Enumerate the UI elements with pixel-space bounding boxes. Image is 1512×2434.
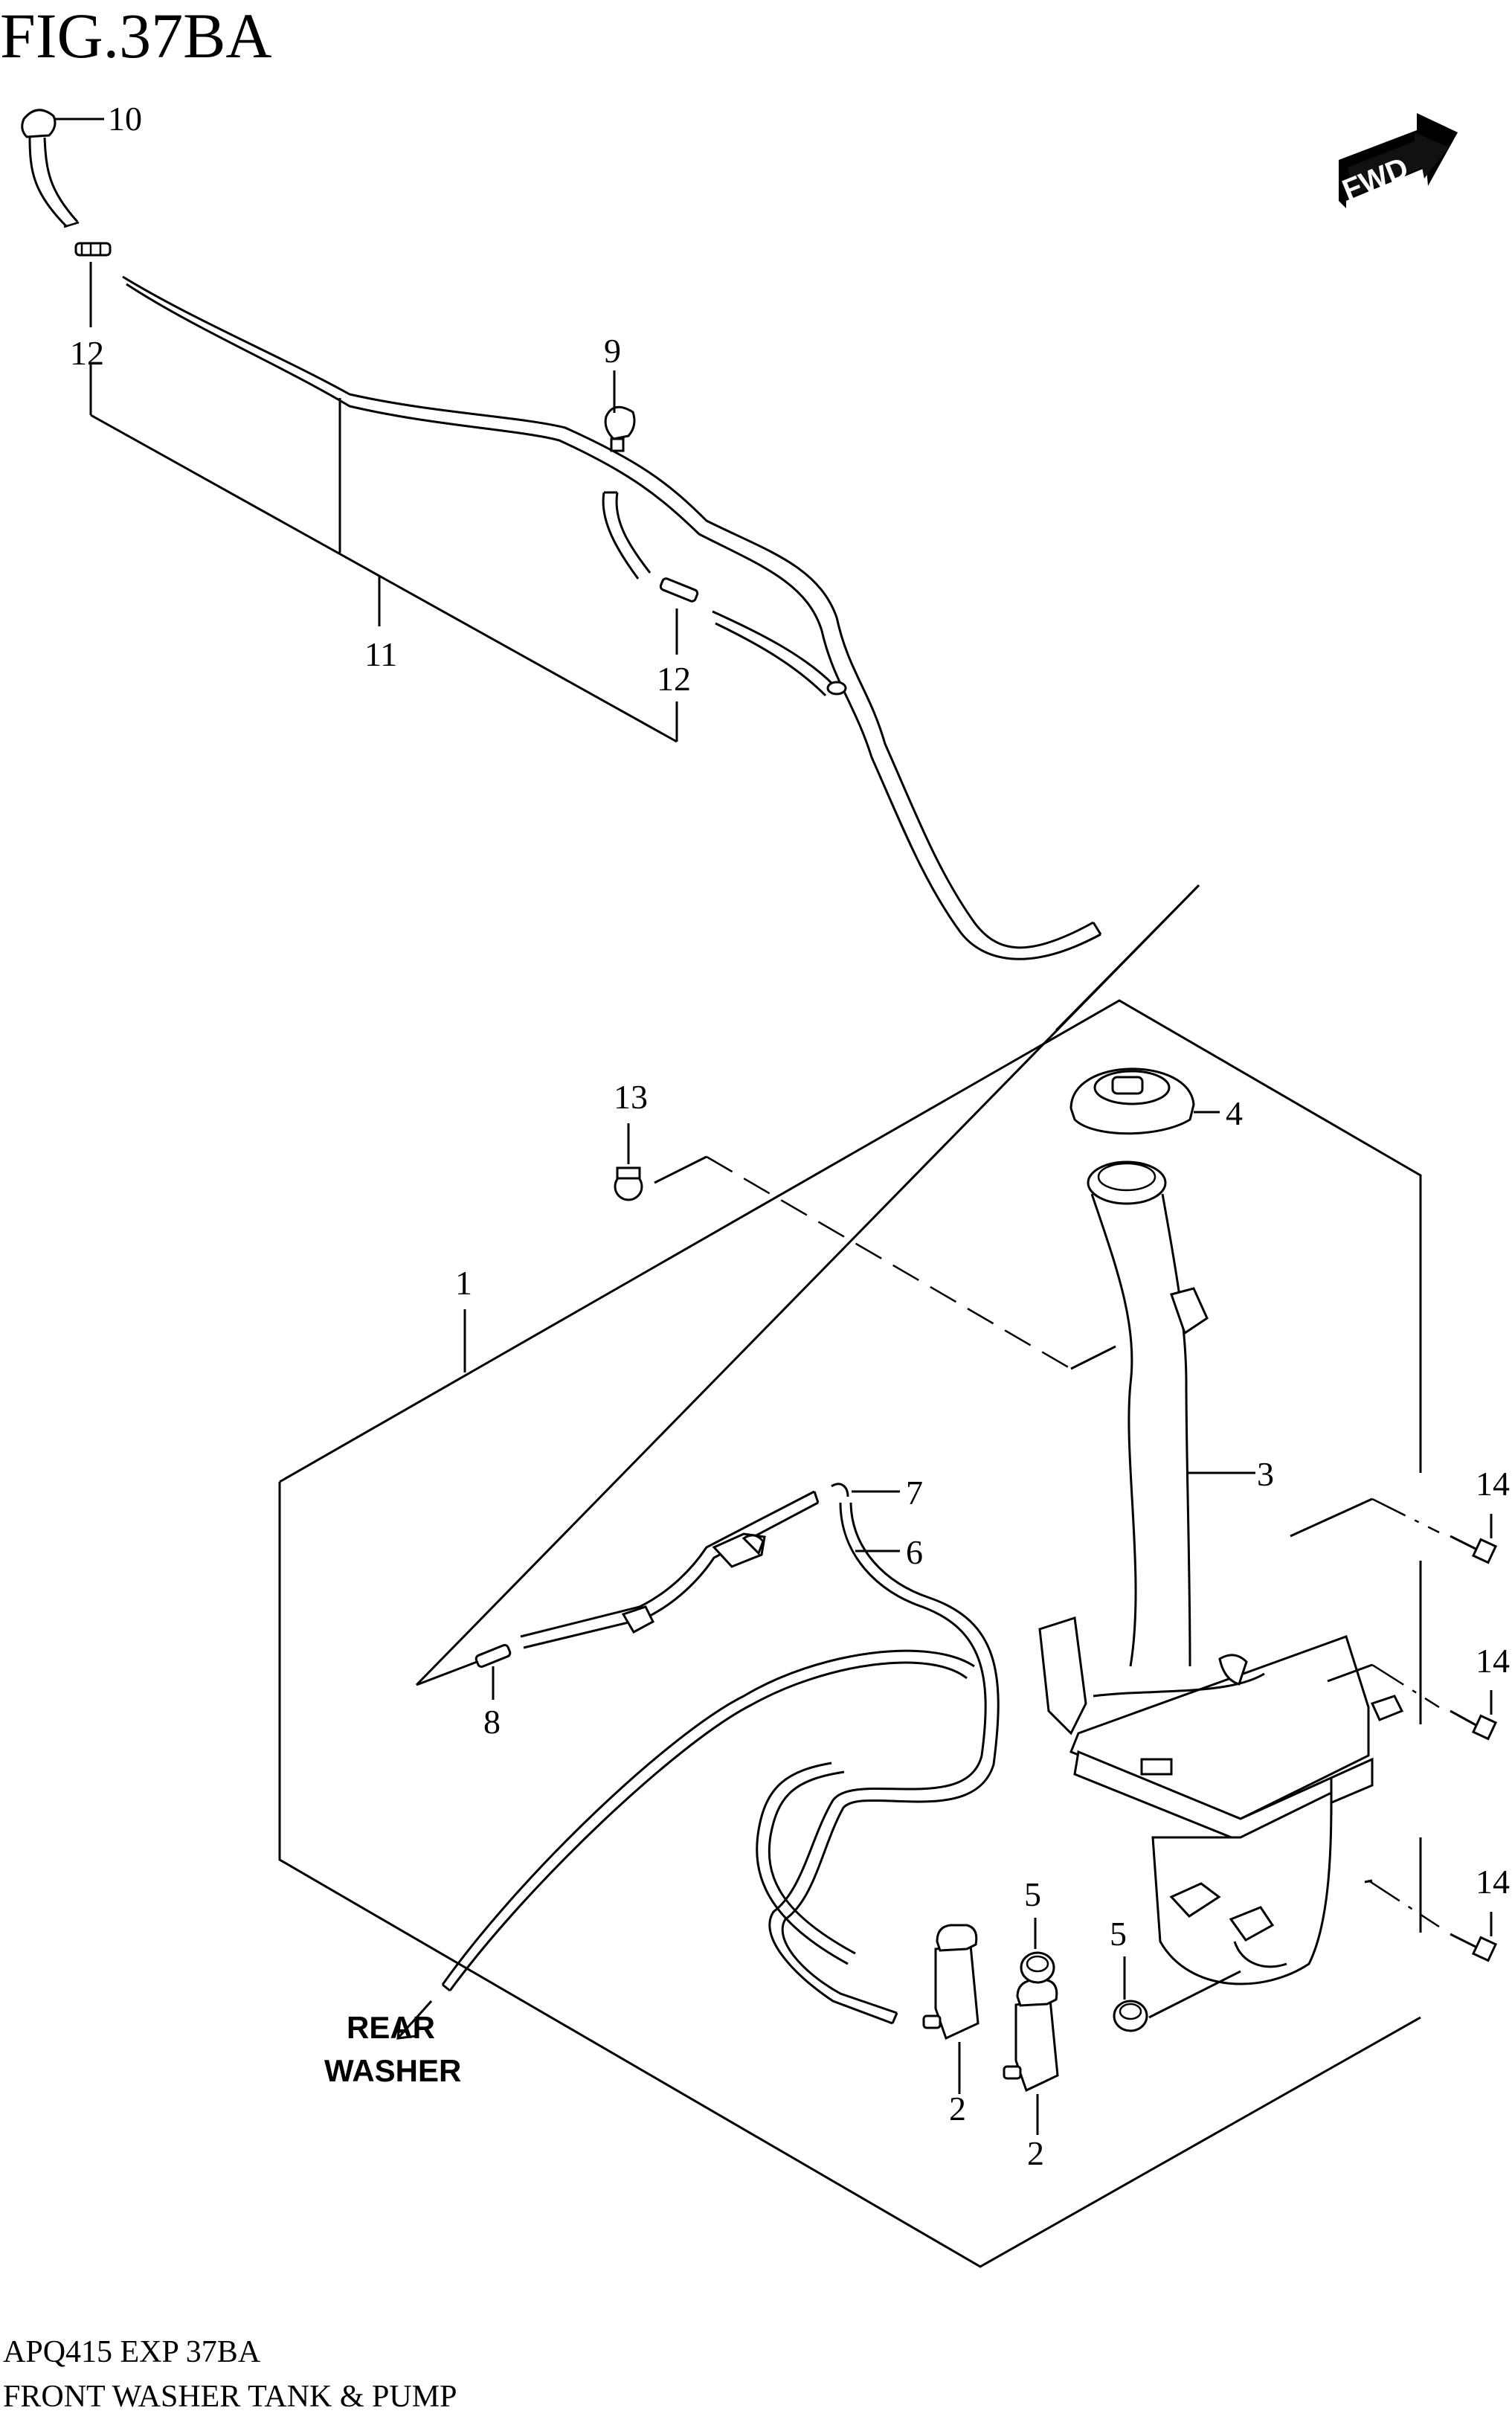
part-2-pump-2 <box>1003 1979 1059 2135</box>
callout-8: 8 <box>483 1703 501 1741</box>
part-5-grommet-2 <box>1113 1956 1241 2032</box>
callout-14-a: 14 <box>1476 1465 1510 1503</box>
part-14-bolt-2 <box>1450 1690 1498 1741</box>
part-6-hose <box>768 1502 1000 2025</box>
rear-washer-hose <box>441 1649 975 1992</box>
part-13-clip <box>614 1123 1116 1370</box>
part-14-bolt-1 <box>1450 1514 1498 1564</box>
figure-title: FIG.37BA <box>0 0 272 71</box>
callout-10: 10 <box>108 100 142 138</box>
callout-12-left: 12 <box>70 334 104 372</box>
part-14-bolt-3 <box>1450 1912 1498 1962</box>
arrow-down-left-icon <box>396 2000 433 2040</box>
callout-3: 3 <box>1257 1455 1274 1493</box>
callout-4: 4 <box>1226 1094 1243 1132</box>
callout-12-right: 12 <box>657 660 691 698</box>
part-7-hose <box>520 1483 900 1649</box>
assembly-box <box>278 999 1422 2268</box>
bolt-leaders <box>1290 1497 1440 1928</box>
callout-2-b: 2 <box>1027 2134 1044 2172</box>
part-3-filler-neck <box>1087 1160 1255 1667</box>
rear-washer-label-line1: REAR <box>347 2010 435 2045</box>
callout-5-a: 5 <box>1024 1875 1041 1913</box>
callout-9: 9 <box>604 332 621 370</box>
part-12-connector-right <box>659 577 699 655</box>
callout-13: 13 <box>614 1078 648 1116</box>
fwd-badge: FWD <box>1338 113 1458 208</box>
part-11-hose <box>122 275 1102 960</box>
part-10-rear-nozzle <box>21 109 104 228</box>
callout-bracket-11 <box>89 365 678 743</box>
callout-7: 7 <box>906 1474 923 1512</box>
callout-14-b: 14 <box>1476 1642 1510 1680</box>
callout-11: 11 <box>364 635 397 673</box>
leader-lines <box>415 884 1200 1686</box>
callout-1: 1 <box>455 1264 472 1302</box>
rear-washer-pointer <box>396 2000 433 2040</box>
figure-name: FRONT WASHER TANK & PUMP <box>3 2380 457 2414</box>
part-5-grommet-1 <box>1020 1918 1055 1984</box>
washer-tank <box>1038 1616 1404 1985</box>
hose-junction <box>712 610 847 697</box>
callout-6: 6 <box>906 1533 923 1571</box>
callout-2-a: 2 <box>949 2090 966 2128</box>
part-2-pump-1 <box>922 1924 979 2094</box>
part-9-front-nozzle <box>602 370 652 579</box>
figure-code: APQ415 EXP 37BA <box>3 2335 261 2369</box>
part-12-connector-left <box>74 242 112 327</box>
rear-washer-label-line2: WASHER <box>324 2053 461 2088</box>
part-8-connector <box>474 1643 512 1700</box>
part-4-tank-cap <box>1069 1067 1220 1135</box>
callout-14-c: 14 <box>1476 1863 1510 1901</box>
callout-5-b: 5 <box>1110 1915 1127 1953</box>
